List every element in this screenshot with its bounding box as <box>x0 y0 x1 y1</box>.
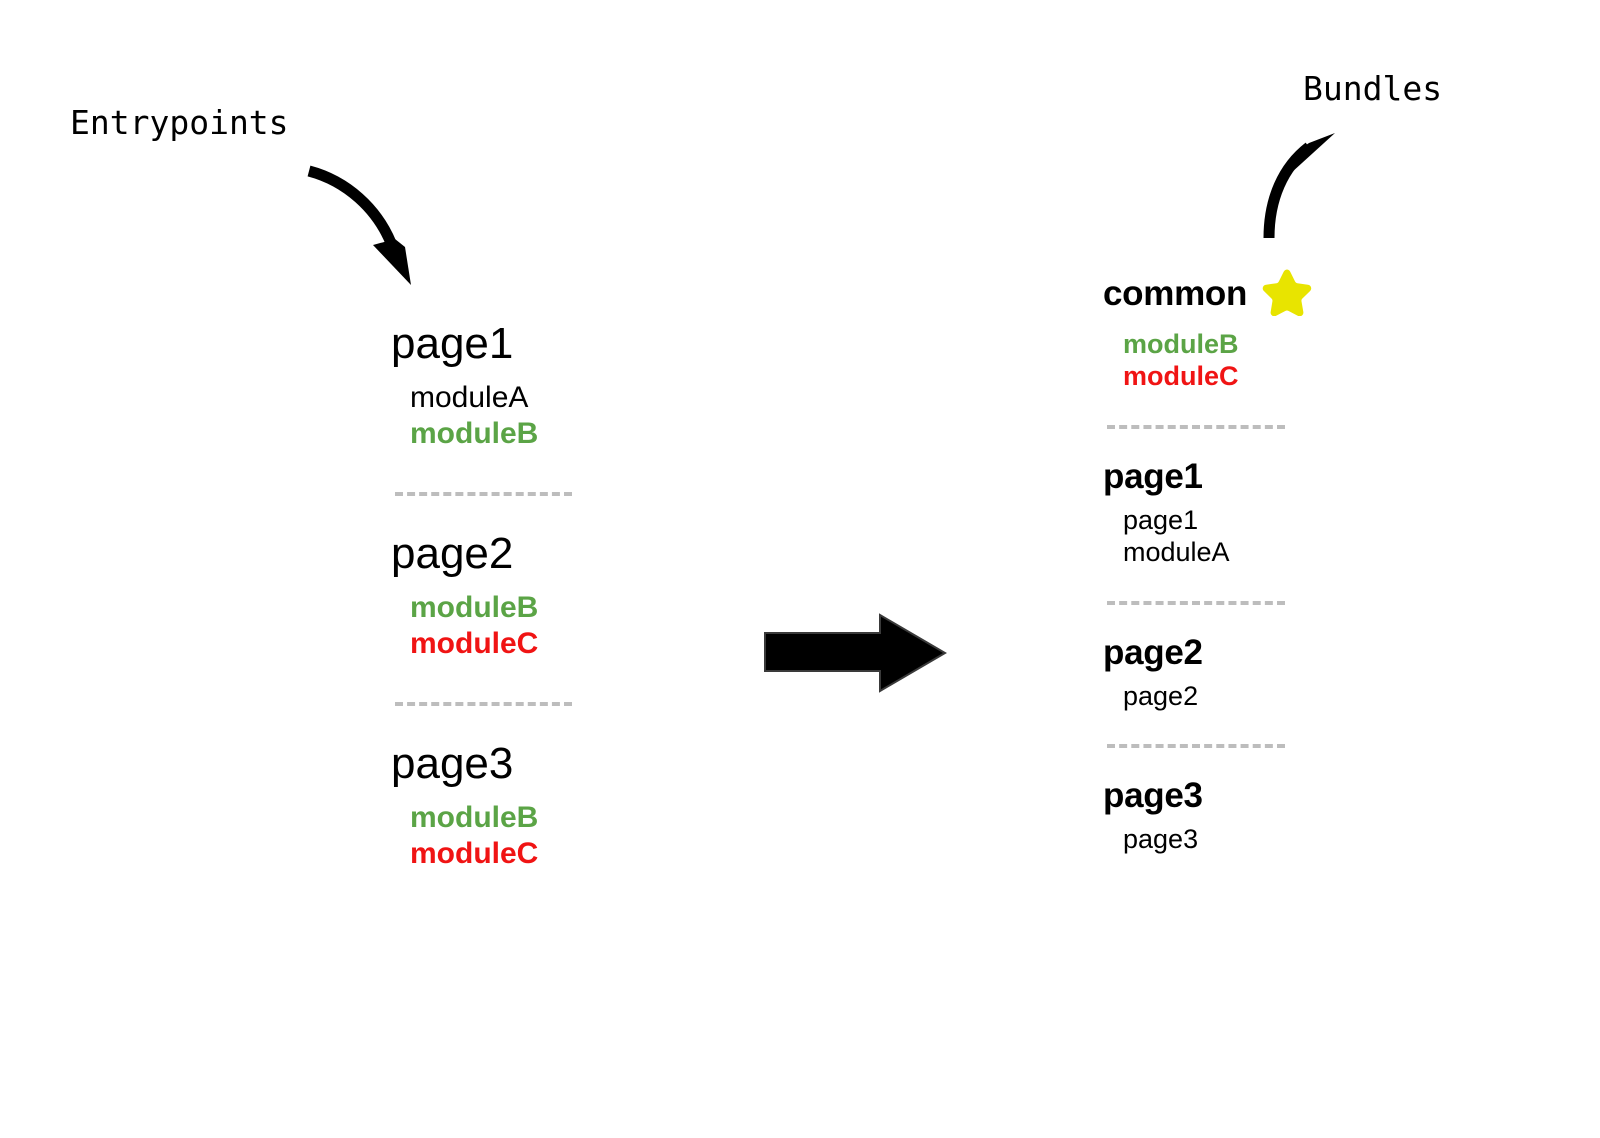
star-icon <box>1261 266 1313 317</box>
module-item: page1 <box>1123 504 1199 535</box>
group-divider <box>1107 743 1285 748</box>
group-divider <box>1107 600 1285 605</box>
module-item: moduleB <box>410 801 539 834</box>
group-title: page1 <box>391 319 514 368</box>
curved-arrow-up-right-icon <box>1263 133 1335 239</box>
curved-arrow-down-right-icon <box>307 165 411 285</box>
group-title: page2 <box>1103 632 1203 672</box>
module-item: moduleC <box>410 837 539 870</box>
thick-arrow-right-icon <box>764 613 947 693</box>
group-title-row: common <box>1103 268 1363 318</box>
group-items: moduleB moduleC <box>1123 328 1363 393</box>
group-items: page2 <box>1123 680 1363 712</box>
group-title: page3 <box>1103 775 1203 815</box>
group-title-row: page2 <box>391 532 651 576</box>
group-items: page3 <box>1123 823 1363 855</box>
module-item: moduleC <box>1123 361 1239 392</box>
bundles-label: Bundles <box>1303 69 1443 108</box>
entrypoints-column: page1 moduleA moduleB page2 moduleB modu… <box>391 322 651 872</box>
group-title-row: page2 <box>1103 635 1363 670</box>
group-title: common <box>1103 273 1248 313</box>
module-item: moduleB <box>1123 329 1239 359</box>
entrypoint-group-page2: page2 moduleB moduleC <box>391 532 651 662</box>
group-title: page1 <box>1103 456 1203 496</box>
group-title-row: page3 <box>391 742 651 786</box>
group-title-row: page1 <box>391 322 651 366</box>
entrypoint-group-page3: page3 moduleB moduleC <box>391 742 651 872</box>
entrypoints-label: Entrypoints <box>70 103 289 142</box>
group-items: moduleB moduleC <box>410 800 651 872</box>
entrypoint-group-page1: page1 moduleA moduleB <box>391 322 651 452</box>
group-divider <box>395 702 572 706</box>
bundle-group-page1: page1 page1 moduleA <box>1103 459 1363 569</box>
module-item: page3 <box>1123 823 1199 854</box>
group-title: page2 <box>391 529 514 578</box>
module-item: moduleB <box>410 591 539 624</box>
bundle-group-page2: page2 page2 <box>1103 635 1363 712</box>
group-divider <box>1107 424 1285 429</box>
group-items: moduleA moduleB <box>410 380 651 452</box>
group-title-row: page1 <box>1103 459 1363 494</box>
module-item: page2 <box>1123 680 1199 711</box>
group-title: page3 <box>391 739 514 788</box>
bundle-group-page3: page3 page3 <box>1103 778 1363 855</box>
group-items: moduleB moduleC <box>410 590 651 662</box>
group-title-row: page3 <box>1103 778 1363 813</box>
module-item: moduleA <box>1123 537 1230 568</box>
group-divider <box>395 492 572 496</box>
bundles-column: common moduleB moduleC page1 page1 modul… <box>1103 268 1363 855</box>
module-item: moduleA <box>410 381 529 414</box>
module-item: moduleB <box>410 417 539 450</box>
module-item: moduleC <box>410 627 539 660</box>
bundle-group-common: common moduleB moduleC <box>1103 268 1363 393</box>
group-items: page1 moduleA <box>1123 504 1363 569</box>
